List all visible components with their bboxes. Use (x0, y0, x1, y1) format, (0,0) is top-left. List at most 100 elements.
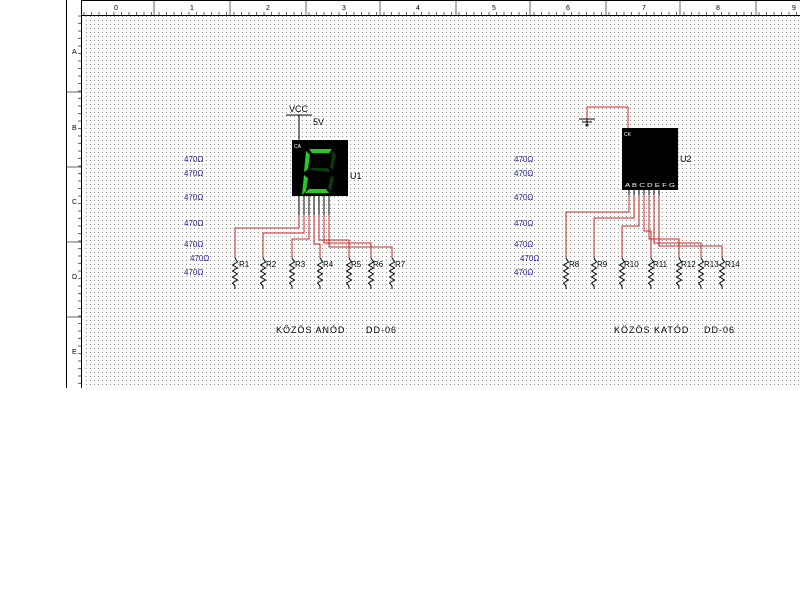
resistor-symbol[interactable] (288, 257, 296, 289)
resistor-value: 470Ω (514, 268, 533, 277)
ruler-column-label: 8 (716, 5, 720, 12)
common-anode-pin-label: CA (294, 144, 302, 150)
resistor-value: 470Ω (184, 169, 203, 178)
resistor-ref: R5 (351, 260, 362, 269)
resistor-symbol[interactable] (388, 257, 396, 289)
cathode-pin-stubs (628, 190, 660, 195)
vcc-label: VCC (289, 104, 309, 114)
resistor-symbol[interactable] (647, 257, 655, 289)
segment-wire[interactable] (565, 195, 630, 258)
ruler-row-label: D (72, 274, 77, 281)
anode-resistors[interactable] (231, 257, 396, 289)
caption-name: KÖZÖS KATÓD (614, 325, 689, 335)
common-cathode-pin-label: CK (624, 132, 632, 138)
resistor-ref: R14 (725, 260, 740, 269)
resistor-symbol[interactable] (718, 257, 726, 289)
resistor-symbol[interactable] (618, 257, 626, 289)
anode-pin-stubs (298, 196, 330, 215)
unlit-segments (309, 151, 336, 191)
cathode-wires[interactable] (565, 195, 723, 258)
resistor-ref: R6 (373, 260, 384, 269)
ruler-column-label: 5 (492, 5, 496, 12)
resistor-ref: R7 (395, 260, 406, 269)
resistor-ref: R9 (597, 260, 608, 269)
resistor-ref: R12 (681, 260, 696, 269)
anode-wires[interactable] (234, 215, 393, 258)
resistor-value: 470Ω (514, 193, 533, 202)
cathode-circuit[interactable]: CK A B C D E F G U2 470Ω 470Ω 470Ω 470Ω … (514, 106, 740, 335)
resistor-symbol[interactable] (316, 257, 324, 289)
segment-wire[interactable] (313, 215, 321, 258)
segment-wire[interactable] (593, 195, 635, 258)
resistor-symbol[interactable] (590, 257, 598, 289)
segment-wire[interactable] (323, 215, 372, 258)
resistor-value: 470Ω (514, 155, 533, 164)
seven-segment-display-u1[interactable]: CA A B C D E F G U1 (292, 140, 362, 203)
anode-resistor-values: 470Ω 470Ω 470Ω 470Ω 470Ω 470Ω 470Ω (184, 155, 209, 277)
cathode-resistors[interactable] (562, 257, 726, 289)
resistor-value: 470Ω (184, 240, 203, 249)
ruler-row-label: B (72, 125, 77, 132)
resistor-ref: R1 (239, 260, 250, 269)
display-ref-u2: U2 (680, 154, 692, 164)
ruler-column-label: 0 (114, 5, 118, 12)
segment-wire[interactable] (318, 215, 350, 258)
resistor-ref: R8 (569, 260, 580, 269)
anode-caption: KÖZÖS ANÓD DD-06 (276, 325, 397, 335)
segment-wire[interactable] (328, 215, 393, 258)
ground-symbol[interactable] (579, 106, 629, 128)
caption-part: DD-06 (704, 325, 735, 335)
seven-segment-display-u2[interactable]: CK A B C D E F G U2 (622, 128, 692, 190)
ruler-column-label: 4 (416, 5, 420, 12)
segment-wire[interactable] (648, 195, 680, 258)
resistor-value: 470Ω (184, 193, 203, 202)
resistor-ref: R2 (266, 260, 277, 269)
resistor-symbol[interactable] (259, 257, 267, 289)
cathode-caption: KÖZÖS KATÓD DD-06 (614, 325, 735, 335)
resistor-symbol[interactable] (345, 257, 353, 289)
resistor-symbol[interactable] (675, 257, 683, 289)
ruler-column-label: 2 (266, 5, 270, 12)
ruler-row-label: A (72, 49, 77, 56)
resistor-symbol[interactable] (231, 257, 239, 289)
resistor-value: 470Ω (514, 219, 533, 228)
ruler-column-label: 3 (342, 5, 346, 12)
resistor-value: 470Ω (514, 169, 533, 178)
anode-resistor-labels: R1 R2 R3 R4 R5 R6 R7 (239, 260, 406, 269)
segment-wire[interactable] (234, 215, 300, 258)
resistor-ref: R11 (653, 260, 668, 269)
anode-circuit[interactable]: VCC 5V CA A B C D E F G U1 470Ω (184, 104, 406, 335)
lit-segments (302, 149, 332, 195)
segment-wire[interactable] (653, 195, 702, 258)
resistor-value: 470Ω (190, 254, 209, 263)
resistor-ref: R4 (323, 260, 334, 269)
resistor-ref: R3 (295, 260, 306, 269)
ruler-column-label: 6 (566, 5, 570, 12)
resistor-symbol[interactable] (562, 257, 570, 289)
resistor-symbol[interactable] (697, 257, 705, 289)
resistor-value: 470Ω (514, 240, 533, 249)
resistor-symbol[interactable] (367, 257, 375, 289)
resistor-value: 470Ω (184, 268, 203, 277)
ruler-row-label: E (72, 349, 77, 356)
segment-pin-letters: A B C D E F G (625, 183, 675, 189)
segment-wire[interactable] (291, 215, 310, 258)
vcc-supply[interactable]: VCC 5V (286, 104, 324, 140)
resistor-value: 470Ω (184, 219, 203, 228)
resistor-ref: R10 (624, 260, 639, 269)
cathode-resistor-values: 470Ω 470Ω 470Ω 470Ω 470Ω 470Ω 470Ω (514, 155, 539, 277)
display-body (622, 128, 678, 190)
segment-wire[interactable] (621, 195, 640, 258)
supply-value-label: 5V (313, 117, 324, 127)
segment-wire[interactable] (262, 215, 305, 258)
segment-pin-letters: A B C D E F G (295, 197, 347, 203)
caption-part: DD-06 (366, 325, 397, 335)
segment-wire[interactable] (643, 195, 652, 258)
ruler-column-label: 9 (792, 5, 796, 12)
caption-name: KÖZÖS ANÓD (276, 325, 346, 335)
segment-wire[interactable] (658, 195, 723, 258)
